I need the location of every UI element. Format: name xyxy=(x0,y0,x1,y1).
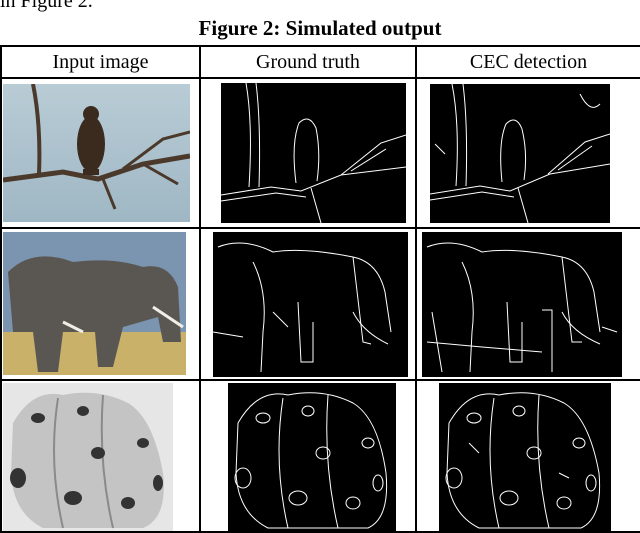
results-table: Input image Ground truth CEC detection xyxy=(0,45,640,533)
ground-truth-bananas xyxy=(228,383,396,531)
col-header-cec: CEC detection xyxy=(415,45,640,79)
cec-detection-bird xyxy=(430,84,610,223)
input-image-bird xyxy=(3,84,190,222)
header-row: Input image Ground truth CEC detection xyxy=(0,45,640,79)
cec-detection-elephant xyxy=(422,232,622,377)
figure-title: Figure 2: Simulated output xyxy=(198,16,442,40)
row-bananas xyxy=(0,379,640,533)
ground-truth-bird xyxy=(221,83,406,223)
ground-truth-elephant xyxy=(213,232,408,377)
input-image-elephant xyxy=(3,232,186,375)
col-header-ground-truth: Ground truth xyxy=(199,45,417,79)
preceding-text: in Figure 2. xyxy=(0,0,93,12)
row-bird xyxy=(0,77,640,229)
input-image-bananas xyxy=(3,383,173,531)
cec-detection-bananas xyxy=(439,383,611,531)
col-header-input: Input image xyxy=(0,45,201,79)
row-elephant xyxy=(0,227,640,381)
